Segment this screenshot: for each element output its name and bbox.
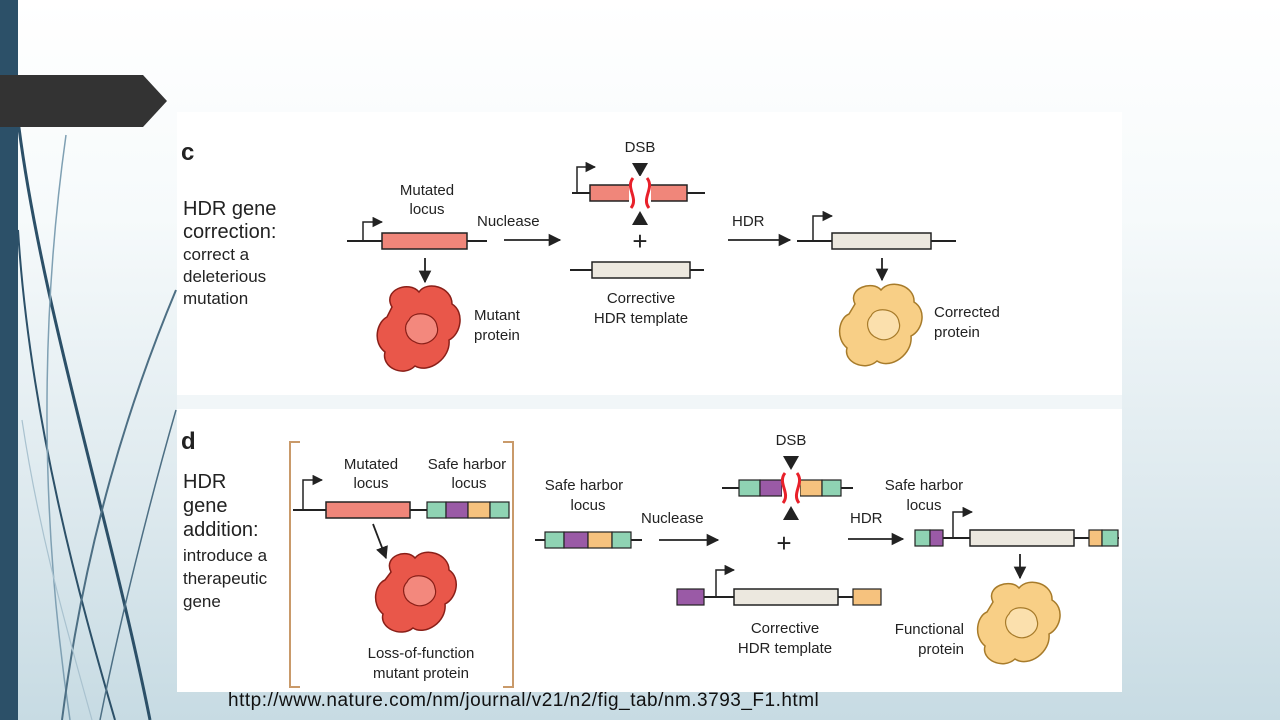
d-dsb-top-marker bbox=[783, 456, 799, 470]
panel-d-heading-1: HDR bbox=[183, 471, 226, 493]
source-url[interactable]: http://www.nature.com/nm/journal/v21/n2/… bbox=[228, 690, 820, 711]
c-mutant-protein-shape bbox=[376, 285, 461, 372]
panel-d-desc-1: introduce a bbox=[183, 546, 268, 565]
bracket-left bbox=[289, 441, 300, 688]
d-safe-harbor-locus bbox=[535, 531, 642, 549]
d-safe-harbor-label-2: locus bbox=[451, 475, 486, 492]
d-plus-sign: + bbox=[776, 528, 791, 558]
d-mutated-locus-label-1: Mutated bbox=[344, 456, 398, 473]
d-dsb-label: DSB bbox=[776, 432, 807, 449]
c-broken-locus bbox=[572, 161, 705, 210]
c-mutated-locus-label-1: Mutated bbox=[400, 182, 454, 199]
d-hdr-label: HDR bbox=[850, 510, 883, 527]
panel-c-letter: c bbox=[181, 139, 194, 166]
panel-d: d HDR gene addition: introduce a therape… bbox=[181, 428, 1119, 688]
panel-c-desc-1: correct a bbox=[183, 245, 250, 264]
d-edited-safe-harbor-locus bbox=[914, 506, 1119, 547]
c-mutant-protein-label-1: Mutant bbox=[474, 307, 521, 324]
d-corrective-template bbox=[676, 564, 882, 606]
c-dsb-top-marker bbox=[632, 163, 648, 177]
panel-c-desc-2: deleterious bbox=[183, 267, 266, 286]
panel-d-heading-3: addition: bbox=[183, 519, 259, 541]
panel-d-heading-2: gene bbox=[183, 495, 228, 517]
d-safe-harbor2-label-2: locus bbox=[570, 497, 605, 514]
c-corrected-locus-gene bbox=[797, 210, 956, 250]
panel-d-letter: d bbox=[181, 428, 196, 455]
c-corrected-protein-label-1: Corrected bbox=[934, 304, 1000, 321]
d-template-label-1: Corrective bbox=[751, 620, 819, 637]
d-mutated-locus-label-2: locus bbox=[353, 475, 388, 492]
panel-c-desc-3: mutation bbox=[183, 289, 248, 308]
panel-d-desc-3: gene bbox=[183, 592, 221, 611]
d-dsb-bottom-marker bbox=[783, 506, 799, 520]
c-dsb-label: DSB bbox=[625, 139, 656, 156]
d-safe-harbor-label-1: Safe harbor bbox=[428, 456, 506, 473]
c-nuclease-label: Nuclease bbox=[477, 213, 540, 230]
c-dsb-bottom-marker bbox=[632, 211, 648, 225]
d-loss-label-2: mutant protein bbox=[373, 665, 469, 682]
hdr-figure: c HDR gene correction: correct a deleter… bbox=[177, 112, 1122, 692]
d-safe-harbor3-label-1: Safe harbor bbox=[885, 477, 963, 494]
panel-divider bbox=[177, 395, 1122, 409]
c-corrected-protein-shape bbox=[838, 283, 923, 367]
c-hdr-label: HDR bbox=[732, 213, 765, 230]
c-corrective-template bbox=[570, 261, 704, 279]
d-loss-label-1: Loss-of-function bbox=[368, 645, 475, 662]
panel-c-heading-1: HDR gene bbox=[183, 198, 276, 220]
c-mutated-locus-label-2: locus bbox=[409, 201, 444, 218]
bracket-right bbox=[503, 441, 514, 688]
c-plus-sign: + bbox=[632, 226, 647, 256]
d-functional-label-1: Functional bbox=[895, 621, 964, 638]
d-functional-label-2: protein bbox=[918, 641, 964, 658]
c-template-label-1: Corrective bbox=[607, 290, 675, 307]
panel-c: c HDR gene correction: correct a deleter… bbox=[181, 139, 1000, 372]
title-tab bbox=[0, 75, 167, 127]
d-safe-harbor3-label-2: locus bbox=[906, 497, 941, 514]
panel-c-heading-2: correction: bbox=[183, 221, 276, 243]
d-loss-of-function-protein-shape bbox=[374, 551, 457, 633]
c-mutated-locus-gene bbox=[347, 216, 487, 250]
decorative-curves bbox=[16, 119, 177, 720]
c-template-label-2: HDR template bbox=[594, 310, 688, 327]
d-nuclease-label: Nuclease bbox=[641, 510, 704, 527]
c-mutant-protein-label-2: protein bbox=[474, 327, 520, 344]
left-accent-bar bbox=[0, 0, 18, 720]
d-arrow-to-mutant bbox=[372, 523, 388, 560]
d-functional-protein-shape bbox=[976, 581, 1061, 665]
d-safe-harbor2-label-1: Safe harbor bbox=[545, 477, 623, 494]
d-template-label-2: HDR template bbox=[738, 640, 832, 657]
c-corrected-protein-label-2: protein bbox=[934, 324, 980, 341]
panel-d-desc-2: therapeutic bbox=[183, 569, 268, 588]
d-broken-safe-harbor-locus bbox=[722, 472, 853, 504]
d-mutated-and-safe-harbor-locus bbox=[293, 474, 510, 519]
